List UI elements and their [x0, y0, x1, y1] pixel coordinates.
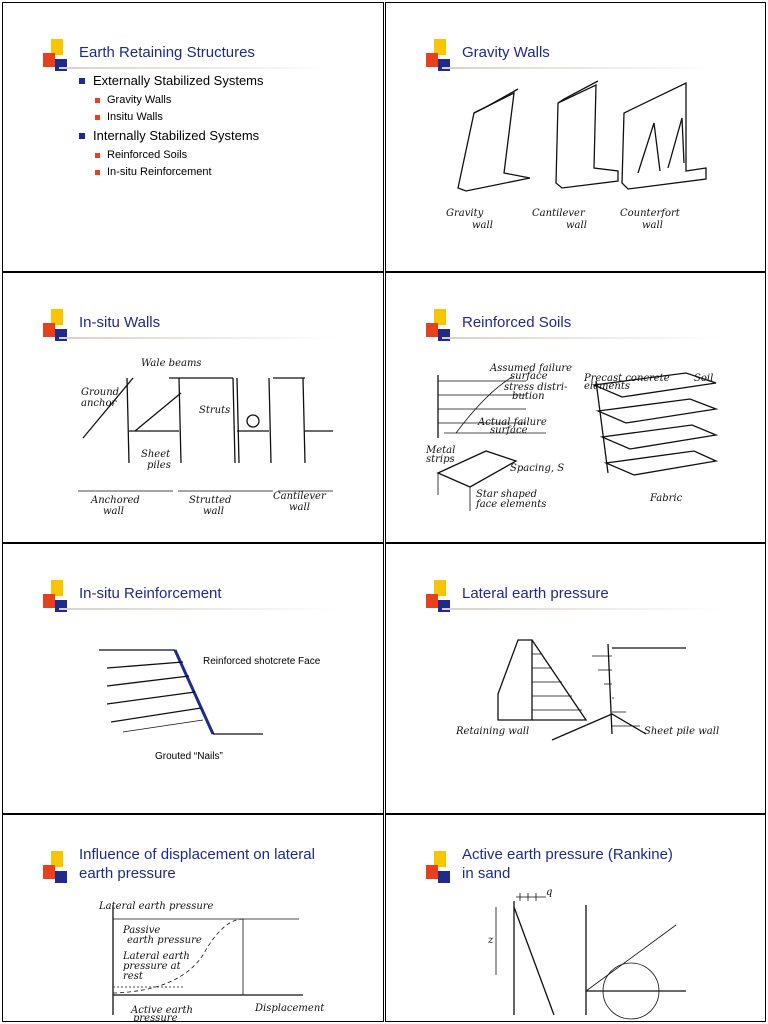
- bullet-list: Externally Stabilized Systems Gravity Wa…: [79, 73, 264, 183]
- slide-in-situ-walls: In-situ Walls Wale beams Ground anchor S…: [2, 272, 384, 543]
- slide-title: Active earth pressure (Rankine) in sand: [462, 845, 673, 883]
- title-underline: [59, 608, 339, 610]
- diagram-label: rest: [123, 971, 144, 982]
- sub-bullet-item: Insitu Walls: [95, 111, 264, 123]
- diagram-label: earth pressure: [127, 935, 202, 946]
- diagram-label: z: [487, 935, 494, 946]
- wall-label: wall: [103, 506, 124, 517]
- diagram-label: face elements: [475, 499, 546, 510]
- title-underline: [59, 337, 339, 339]
- in-situ-reinforcement-sketch: Reinforced shotcrete Face Grouted “Nails…: [99, 649, 321, 762]
- slide-title-line: earth pressure: [79, 865, 176, 882]
- reinforced-soils-sketch: Assumed failure surface stress distri- b…: [425, 363, 719, 511]
- wall-label: Cantilever: [532, 208, 586, 219]
- wall-label: wall: [289, 502, 310, 513]
- diagram-label: Spacing, S: [510, 463, 564, 474]
- slide-title-line: Influence of displacement on lateral: [79, 846, 315, 863]
- wall-label: Ground: [81, 387, 119, 398]
- diagram-label: strips: [426, 454, 455, 465]
- diagram-label: Sheet pile wall: [644, 726, 719, 737]
- logo-icon: [424, 39, 460, 75]
- diagram-label: Passive: [122, 925, 160, 936]
- diagram-label: bution: [512, 391, 545, 402]
- wall-label: wall: [566, 220, 587, 231]
- diagram-label: Fabric: [649, 493, 683, 504]
- wall-label: Counterfort: [620, 208, 681, 219]
- slide-reinforced-soils: Reinforced Soils Assumed failure surface…: [385, 272, 766, 543]
- diagram-label: Actual failure: [477, 417, 547, 428]
- wall-label: Struts: [199, 405, 230, 416]
- slide-title: In-situ Walls: [79, 314, 161, 331]
- slide-gravity-walls: Gravity Walls Gravity wall Cantilever wa…: [385, 2, 766, 272]
- diagram-label: stress distri-: [504, 382, 568, 393]
- slide-title: Influence of displacement on lateral ear…: [79, 845, 315, 883]
- rankine-sketch: q z: [487, 887, 686, 1020]
- diagram-label: Retaining wall: [455, 726, 529, 737]
- sub-bullet-item: Gravity Walls: [95, 94, 264, 106]
- slide-title: Gravity Walls: [462, 44, 550, 61]
- diagram-label: Reinforced shotcrete Face: [203, 656, 321, 667]
- diagram-label: Metal: [425, 445, 455, 456]
- wall-label: wall: [203, 506, 224, 517]
- slide-title-line: in sand: [462, 865, 511, 882]
- wall-label: wall: [472, 220, 493, 231]
- diagram-label: elements: [584, 381, 630, 392]
- wall-label: piles: [147, 460, 171, 471]
- diagram-label: Star shaped: [476, 489, 537, 500]
- wall-label: wall: [642, 220, 663, 231]
- title-underline: [442, 67, 722, 69]
- bullet-item: Externally Stabilized Systems: [79, 73, 264, 88]
- slide-title: Lateral earth pressure: [462, 585, 609, 602]
- diagram-label: Lateral earth: [122, 951, 190, 962]
- diagram-label: Grouted “Nails”: [155, 751, 223, 762]
- wall-label: Anchored: [90, 495, 140, 506]
- slide-earth-retaining-structures: Earth Retaining Structures Externally St…: [2, 2, 384, 272]
- diagram-label: q: [546, 887, 552, 898]
- wall-label: Sheet: [141, 449, 171, 460]
- slide-in-situ-reinforcement: In-situ Reinforcement Reinforced shotcre…: [2, 543, 384, 814]
- diagram-label: pressure at: [123, 961, 182, 972]
- bullet-item: Internally Stabilized Systems: [79, 128, 264, 143]
- displacement-graph-sketch: Lateral earth pressure Passive earth pre…: [98, 901, 325, 1022]
- wall-label: anchor: [81, 398, 117, 409]
- logo-icon: [424, 851, 460, 887]
- diagram-label: Soil: [694, 373, 713, 384]
- title-underline: [59, 67, 339, 69]
- logo-icon: [41, 580, 77, 616]
- sub-bullet-item: In-situ Reinforcement: [95, 166, 264, 178]
- wall-label: Gravity: [446, 208, 484, 219]
- logo-icon: [41, 39, 77, 75]
- slide-active-earth-pressure: Active earth pressure (Rankine) in sand …: [385, 814, 766, 1022]
- slide-title: Earth Retaining Structures: [79, 44, 255, 61]
- wall-label: Cantilever: [273, 491, 327, 502]
- wall-label: Wale beams: [141, 358, 202, 369]
- slide-title-line: Active earth pressure (Rankine): [462, 846, 673, 863]
- wall-label: Strutted: [189, 495, 231, 506]
- diagram-label: Assumed failure: [489, 363, 572, 374]
- slide-lateral-earth-pressure: Lateral earth pressure Retaining wall Sh…: [385, 543, 766, 814]
- lateral-earth-pressure-sketch: Retaining wall Sheet pile wall: [455, 639, 719, 741]
- diagram-label: surface: [490, 425, 528, 436]
- diagram-label: Active earth: [130, 1005, 193, 1016]
- logo-icon: [41, 851, 77, 887]
- axis-label: Lateral earth pressure: [98, 901, 214, 912]
- diagram-label: surface: [510, 371, 548, 382]
- title-underline: [442, 337, 722, 339]
- slide-title: In-situ Reinforcement: [79, 585, 222, 602]
- gravity-walls-sketch: Gravity wall Cantilever wall Counterfort…: [446, 80, 707, 231]
- axis-label: Displacement: [254, 1003, 325, 1014]
- title-underline: [442, 608, 722, 610]
- slide-title: Reinforced Soils: [462, 314, 572, 331]
- diagram-label: Precast concrete: [583, 373, 670, 384]
- in-situ-walls-sketch: Wale beams Ground anchor Struts Sheet pi…: [78, 358, 333, 517]
- sub-bullet-item: Reinforced Soils: [95, 149, 264, 161]
- slide-influence-of-displacement: Influence of displacement on lateral ear…: [2, 814, 384, 1022]
- diagram-label: pressure: [133, 1013, 178, 1022]
